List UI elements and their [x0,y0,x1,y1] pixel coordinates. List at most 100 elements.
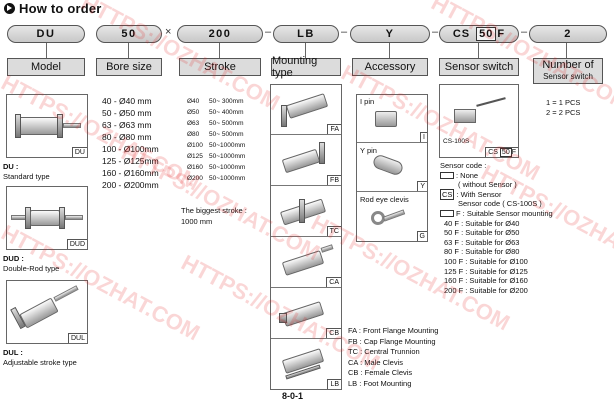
mounting-tag: FB [327,175,341,185]
code-sensor-prefix: CS [452,28,471,40]
header-accessory: Accessory [352,58,428,76]
legend-item: FB : Cap Flange Mounting [348,336,436,346]
accessory-label: I pin [360,97,375,106]
accessory-item-rod-eye: Rod eye clevis G [357,193,427,241]
header-sensor-switch: Sensor switch [439,58,519,76]
header-number-line2: Sensor switch [543,72,593,81]
bore-size-list: 40 - Ø40 mm 50 - Ø50 mm 63 - Ø63 mm 80 -… [102,95,159,191]
list-item: 2 = 2 PCS [546,108,581,117]
header-mounting-type: Mounting type [271,55,341,79]
accessory-item-i-pin: I pin I [357,95,427,143]
mounting-tag: TC [326,226,341,236]
model-image-dud: DUD [6,186,88,250]
legend-item: CA : Male Clevis [348,357,404,367]
stroke-note-line1: The biggest stroke : [181,206,247,215]
empty-box-icon [440,172,454,180]
mounting-panel: FA FB TC CA CB LB [270,84,342,390]
header-model: Model [7,58,85,76]
list-item: 80 F : Suitable for Ø80 [444,247,520,257]
mounting-item-cb: CB [271,289,341,339]
connector-line [128,43,129,58]
sensor-switch-icon [454,109,476,123]
list-item: 200 - Ø200mm [102,180,159,190]
section-heading: How to order [4,0,102,16]
sensor-code-title: Sensor code : [440,161,487,170]
separator-dash: – [521,26,528,38]
pcs-list: 1 = 1 PCS 2 = 2 PCS [546,98,580,118]
y-pin-icon [371,153,405,177]
code-sensor-suffix: F [497,28,506,40]
legend-item: LB : Foot Mounting [348,378,412,388]
code-bore-pill: 50 [96,25,162,43]
mounting-tag: FA [327,124,341,134]
model-label: DU : [3,162,19,171]
separator-times: × [165,26,172,38]
connector-line [219,43,220,58]
mounting-legend: FA : Front Flange Mounting FB : Cap Flan… [348,326,438,389]
empty-box-icon [440,210,454,218]
list-item: 63 - Ø63 mm [102,120,152,130]
connector-line [389,43,390,58]
accessory-label: Y pin [360,146,377,155]
list-item: 40 - Ø40 mm [102,96,152,106]
connector-line [46,43,47,58]
accessory-tag: Y [417,181,427,191]
mounting-item-ca: CA [271,238,341,288]
accessory-panel: I pin I Y pin Y Rod eye clevis G [356,94,428,242]
model-desc: Adjustable stroke type [3,358,77,367]
model-desc: Double-Rod type [3,264,60,273]
mounting-tag: CB [326,328,341,338]
header-stroke: Stroke [179,58,261,76]
legend-item: CB : Female Clevis [348,368,413,377]
model-image-dul: DUL [6,280,88,344]
i-pin-icon [375,111,397,127]
list-item: 160 F : Suitable for Ø160 [444,276,528,286]
list-item: 80 - Ø80 mm [102,132,152,142]
list-item: 125 - Ø125mm [102,156,159,166]
sensor-code-block: Sensor code : : None ( without Sensor ) … [440,161,553,295]
code-accessory-pill: Y [350,25,430,43]
model-label: DUL : [3,348,23,357]
model-tag: DUL [67,333,87,343]
list-item: 40 F : Suitable for Ø40 [444,218,520,228]
code-model-pill: DU [7,25,85,43]
list-item: 50 - Ø50 mm [102,108,152,118]
sensor-model-label: CS-100S [443,138,470,145]
accessory-tag: I [420,132,427,142]
list-item: 160 - Ø160mm [102,168,159,178]
connector-line [305,43,306,58]
stroke-note-line2: 1000 mm [181,217,213,226]
model-tag: DUD [66,239,87,249]
model-label: DUD : [3,254,24,263]
connector-line [566,43,567,58]
play-bullet-icon [4,2,15,14]
page-number: 8-0-1 [282,391,304,400]
list-item: 1 = 1 PCS [546,98,581,107]
mounting-tag: LB [327,379,341,389]
list-item: 100 - Ø100mm [102,144,159,154]
list-item: 200 F : Suitable for Ø200 [444,285,528,295]
header-number-of-sensor: Number of Sensor switch [533,58,603,84]
list-item: 63 F : Suitable for Ø63 [444,237,520,247]
separator-dash: – [265,26,272,38]
accessory-tag: G [416,231,427,241]
model-image-du: DU [6,94,88,158]
accessory-item-y-pin: Y pin Y [357,144,427,192]
cs-box: CS [440,188,455,200]
separator-dash: – [341,26,348,38]
code-mounting-pill: LB [273,25,339,43]
legend-item: TC : Central Trunnion [348,347,420,356]
section-title: How to order [19,0,102,16]
mounting-item-fb: FB [271,136,341,186]
list-item: 100 F : Suitable for Ø100 [444,256,528,266]
